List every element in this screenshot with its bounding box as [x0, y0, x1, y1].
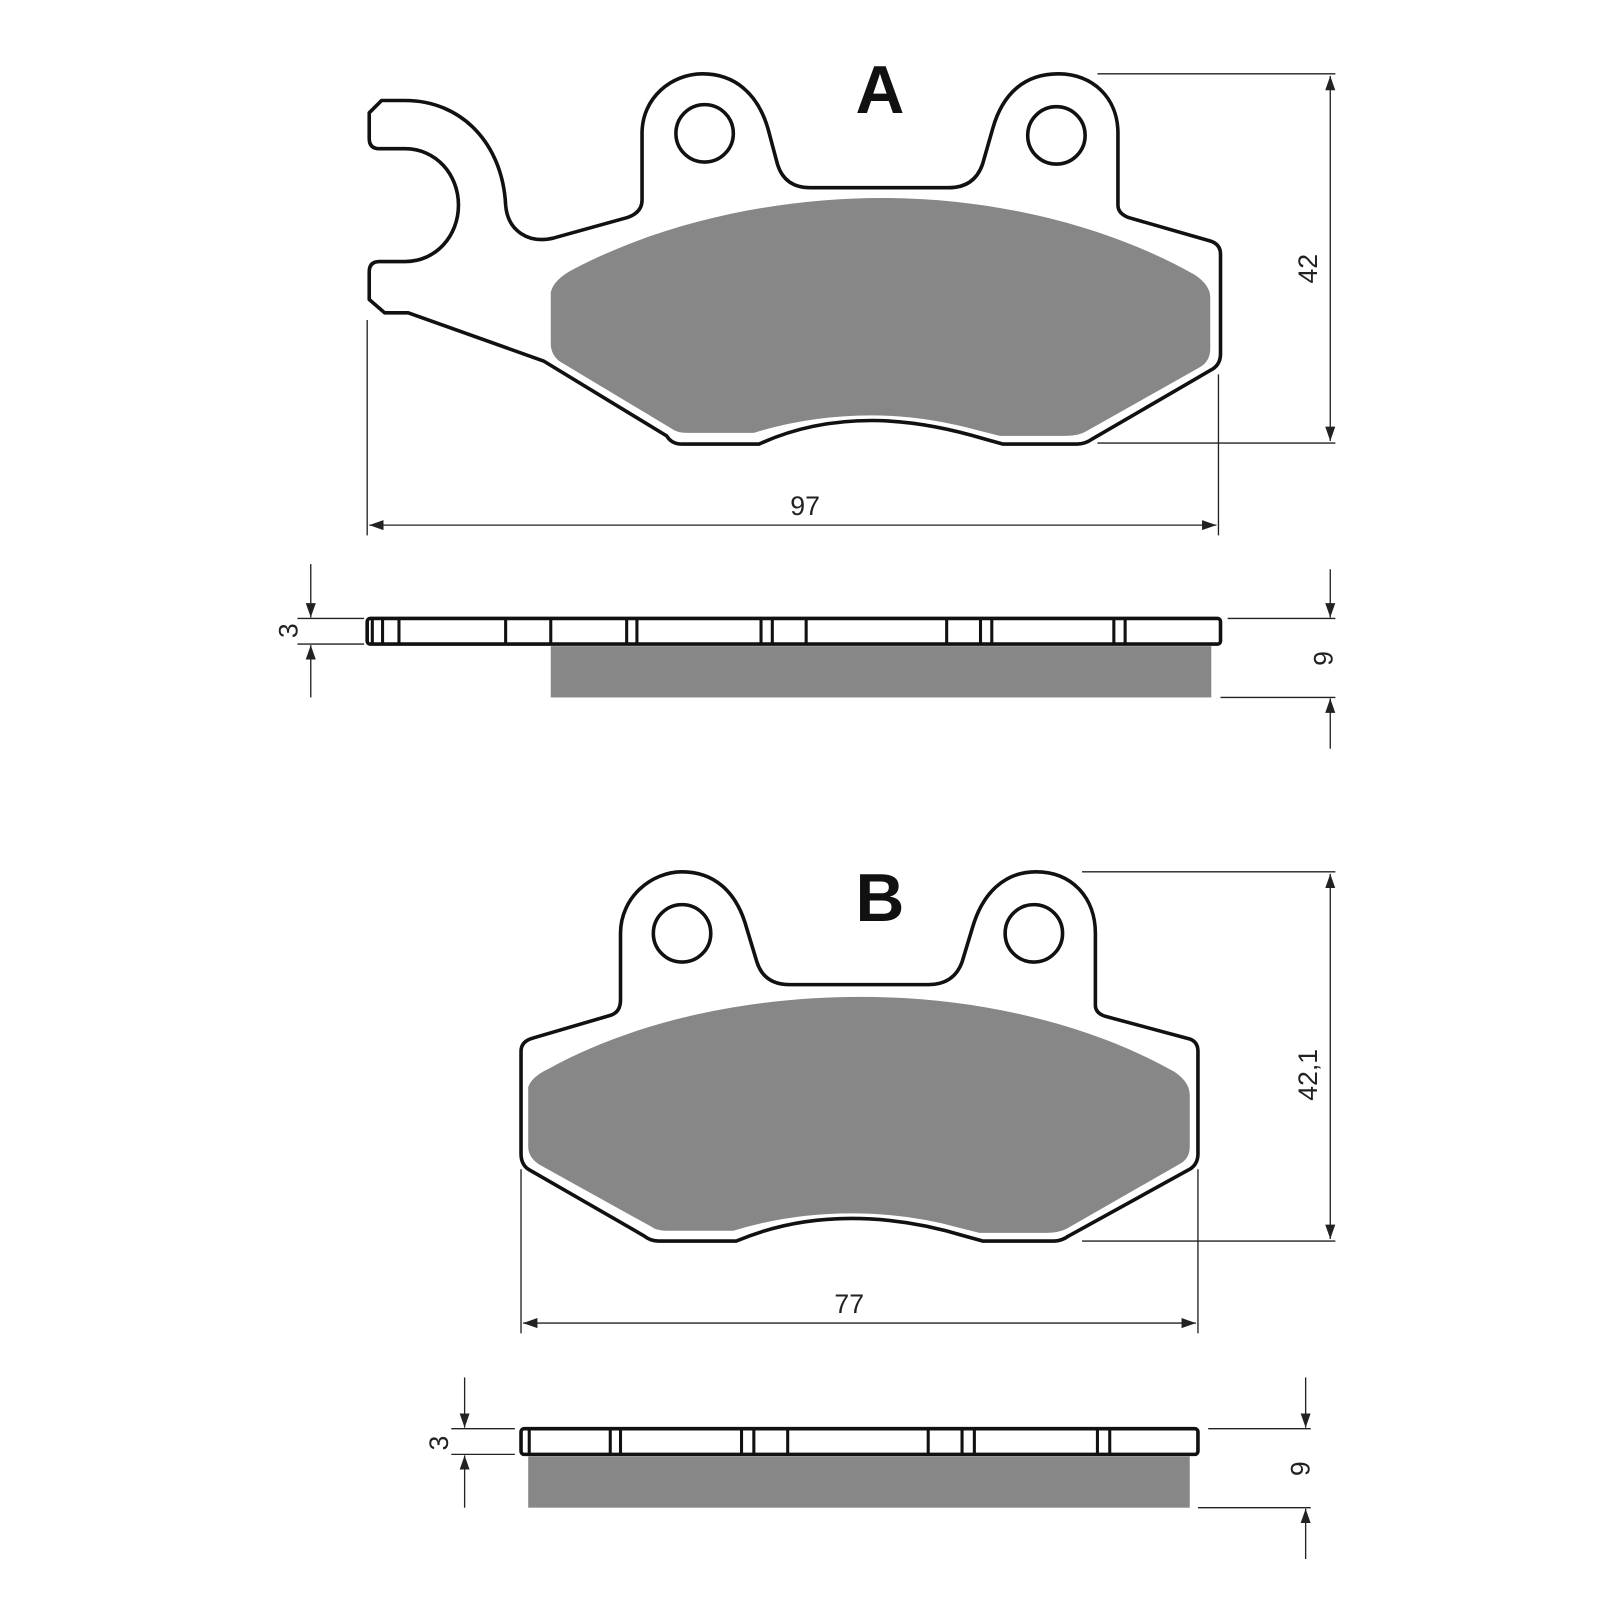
pad-b-friction-material	[528, 996, 1190, 1233]
pad-b-mounting-hole-right	[1003, 902, 1065, 964]
pad-b-width: 77	[834, 1289, 864, 1319]
pad-a-side-plate	[365, 616, 1223, 646]
pad-a-friction-material	[550, 197, 1211, 436]
pad-b-height: 42,1	[1293, 1049, 1323, 1101]
pad-b-side-dimensions: 3 9	[424, 1377, 1316, 1559]
pad-a-side-dimensions: 3 9	[273, 564, 1338, 749]
pad-b-side-view	[519, 1426, 1200, 1508]
pad-a-label: A	[856, 53, 905, 128]
pad-a-side-view	[365, 616, 1223, 698]
pad-a-dimensions: 42 97	[366, 73, 1336, 536]
pad-b-side-friction	[528, 1456, 1190, 1508]
pad-a-width: 97	[790, 491, 820, 521]
pad-a-side-friction	[550, 646, 1212, 698]
pad-b-dimensions: 42,1 77	[520, 871, 1336, 1334]
pad-b-label: B	[856, 861, 905, 936]
pad-a-plate-thickness: 3	[273, 623, 303, 638]
pad-a-front-view: A	[367, 53, 1223, 446]
pad-a-total-thickness: 9	[1308, 651, 1338, 666]
pad-a-mounting-hole-right	[1025, 104, 1087, 166]
pad-b-side-plate	[519, 1426, 1200, 1457]
pad-b-total-thickness: 9	[1286, 1461, 1316, 1476]
pad-b-front-view: B	[519, 861, 1200, 1243]
pad-a-mounting-hole-left	[674, 102, 736, 164]
pad-a-height: 42	[1293, 254, 1323, 284]
pad-b-mounting-hole-left	[651, 902, 713, 964]
pad-b-plate-thickness: 3	[424, 1436, 454, 1451]
